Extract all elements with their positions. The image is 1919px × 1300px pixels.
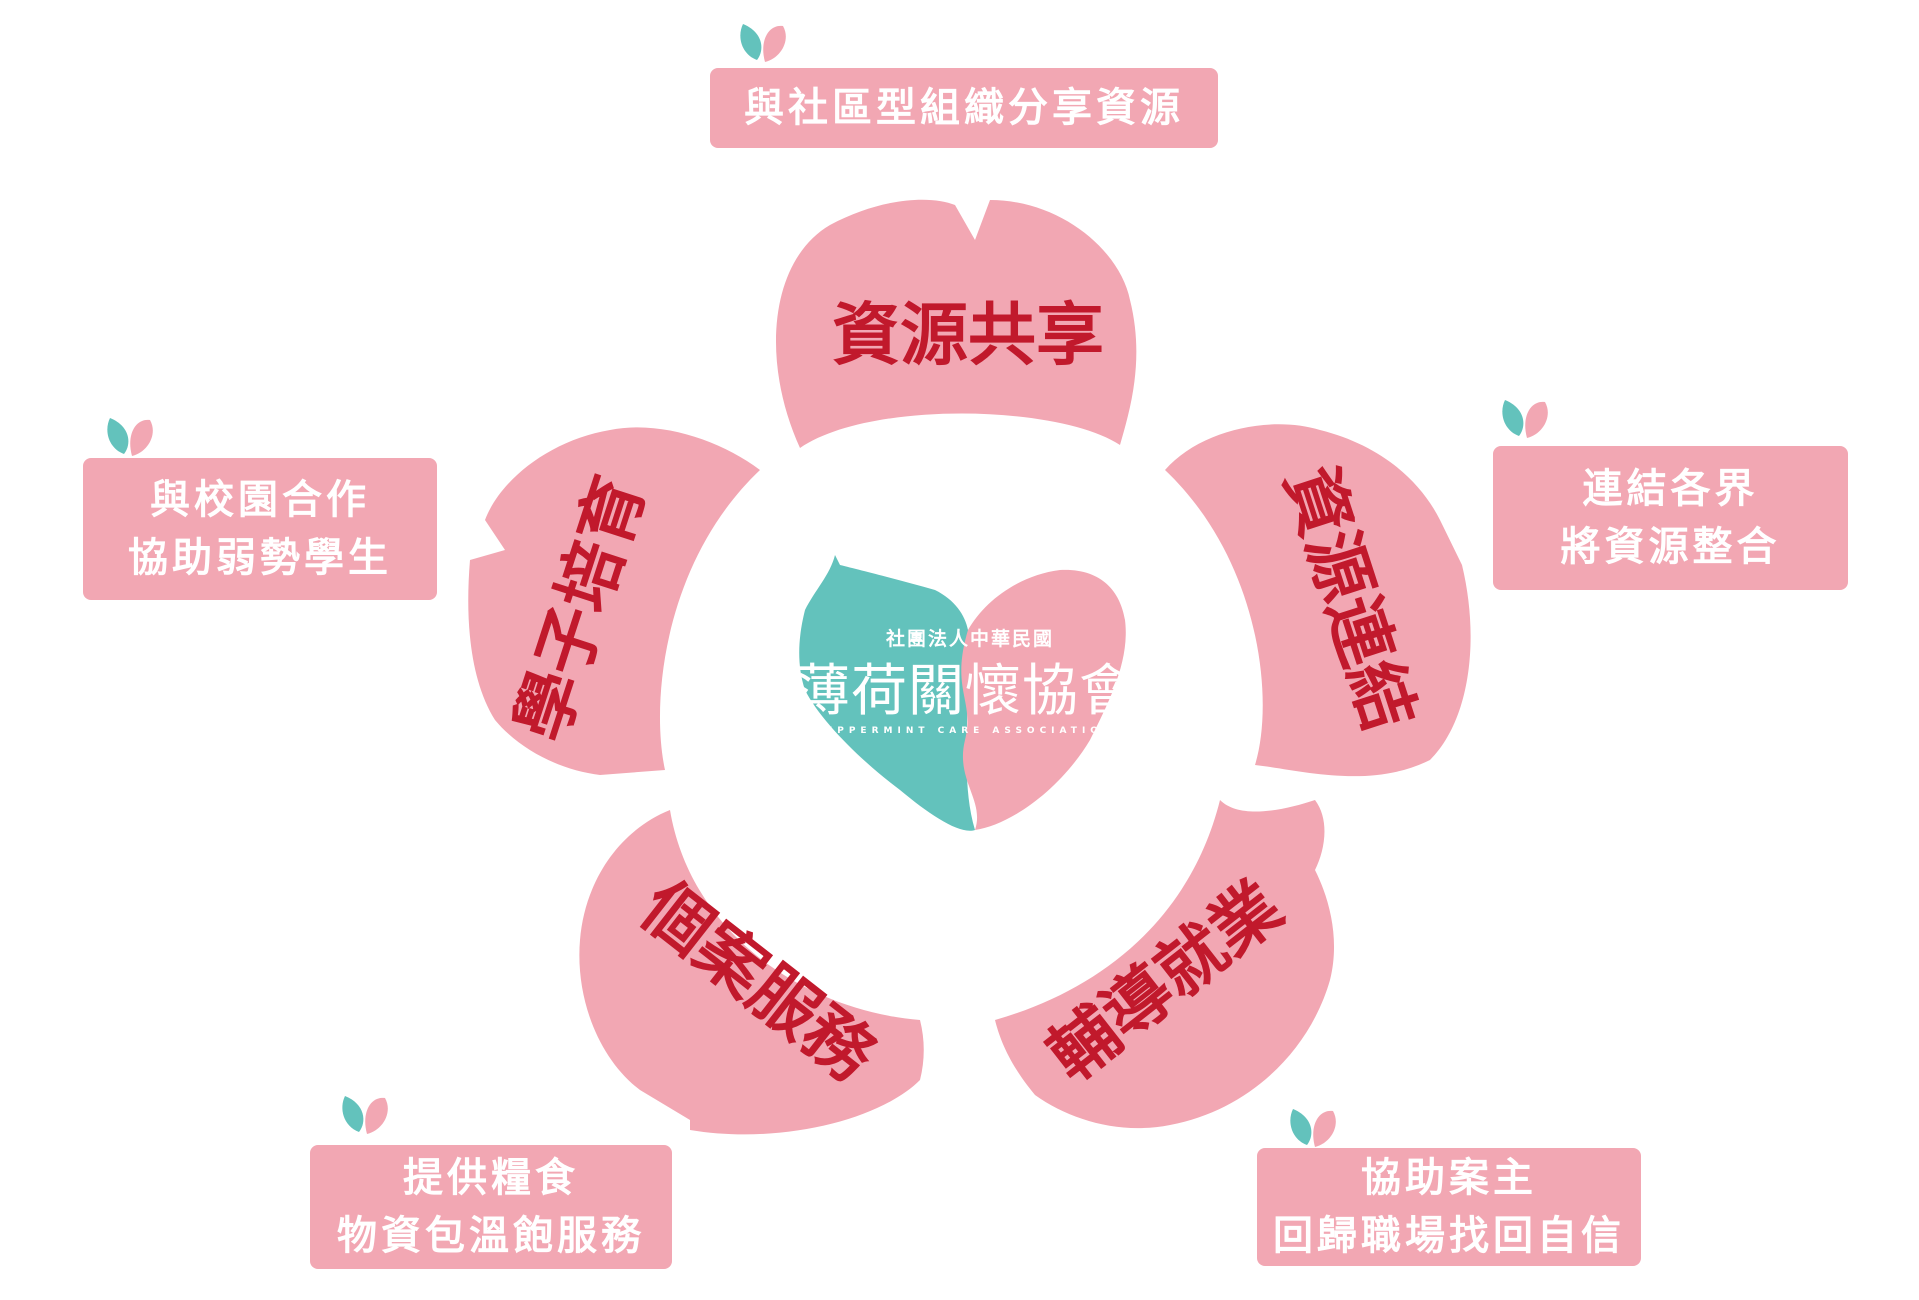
logo-subtitle: 社團法人中華民國 — [885, 627, 1054, 650]
box-right-line-2: 將資源整合 — [1560, 524, 1781, 570]
leaf-icon — [107, 418, 153, 456]
petal-resource-sharing: 資源共享 — [776, 199, 1137, 448]
box-bottom-left: 提供糧食 物資包溫飽服務 — [310, 1145, 672, 1269]
logo-name: 薄荷關懷協會 — [794, 659, 1136, 724]
petal-case-service: 個案服務 — [579, 810, 924, 1135]
box-left-line-2: 協助弱勢學生 — [128, 535, 392, 581]
box-top-line-1: 與社區型組織分享資源 — [744, 85, 1184, 131]
petal-employment: 輔導就業 — [995, 800, 1335, 1129]
leaf-icon — [1502, 400, 1548, 438]
box-bottom-right-line-1: 協助案主 — [1361, 1155, 1537, 1201]
box-right: 連結各界 將資源整合 — [1493, 446, 1848, 590]
leaf-icon — [342, 1096, 388, 1134]
box-left-line-1: 與校園合作 — [150, 477, 370, 523]
center-logo: 社團法人中華民國 薄荷關懷協會 PEPPERMINT CARE ASSOCIAT… — [794, 555, 1136, 831]
logo-name-en: PEPPERMINT CARE ASSOCIATION — [815, 726, 1116, 736]
box-left: 與校園合作 協助弱勢學生 — [83, 458, 437, 600]
petal-resource-link: 資源連結 — [1165, 424, 1471, 777]
box-top: 與社區型組織分享資源 — [710, 68, 1218, 148]
box-bottom-right-line-2: 回歸職場找回自信 — [1273, 1213, 1625, 1259]
box-bottom-right: 協助案主 回歸職場找回自信 — [1257, 1148, 1641, 1266]
box-right-line-1: 連結各界 — [1582, 466, 1759, 512]
petal-student-development: 學子培育 — [468, 427, 760, 775]
leaf-icon — [740, 24, 786, 63]
leaf-icon — [1290, 1109, 1336, 1147]
petal-label-top: 資源共享 — [832, 297, 1104, 376]
box-bottom-left-line-2: 物資包溫飽服務 — [337, 1213, 645, 1259]
box-bottom-left-line-1: 提供糧食 — [403, 1155, 579, 1201]
